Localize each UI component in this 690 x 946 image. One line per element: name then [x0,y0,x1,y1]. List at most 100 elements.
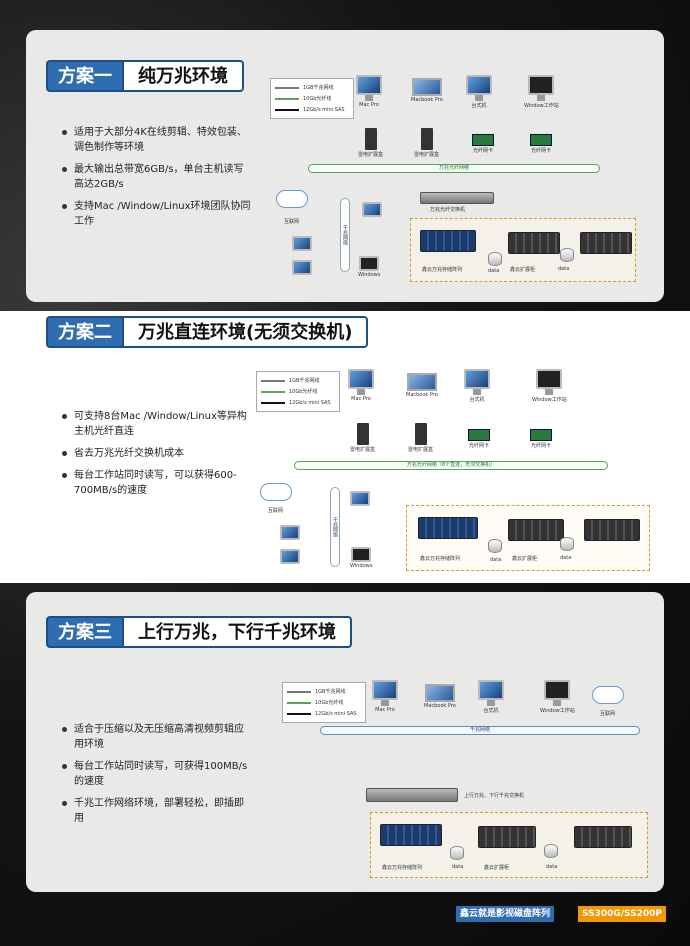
device-label: 雷电扩展盒 [350,447,376,453]
internet-cloud-icon [276,190,308,208]
plan2-bullets: 可支持8台Mac /Window/Linux等异构主机光纤直连 省去万兆光纤交换… [62,409,252,505]
windows-workstation-device: Window工作站 [540,680,575,714]
internet-label: 互联网 [284,219,300,225]
monitor-icon [292,236,312,251]
main-storage-array [380,824,442,846]
thunderbolt-box-icon: 雷电扩展盒 [414,128,439,158]
gigabit-pipe: 千兆网络 [340,198,350,272]
plan2-title: 万兆直连环境(无须交换机) [124,316,369,348]
gigabit-pipe: 千兆网络 [330,487,340,567]
device-label: Macbook Pro [406,392,438,398]
plan2-panel: 方案二 万兆直连环境(无须交换机) 可支持8台Mac /Window/Linux… [0,311,690,583]
legend-label: 1GB千兆网线 [289,378,320,384]
plan2-tag: 方案二 [46,316,124,348]
storage-label: 鑫云扩展柜 [510,267,536,273]
device-label: Window工作站 [540,708,575,714]
legend-label: 1GB千兆网线 [315,689,346,695]
data-disk-icon [544,844,558,858]
monitor-icon [350,491,370,506]
data-disk-icon [560,248,574,262]
device-label: Windows [350,563,373,569]
storage-label: 鑫云万兆存储阵列 [422,267,463,273]
internet-cloud-icon [592,686,624,704]
device-label: 光纤网卡 [530,443,551,449]
mac-pro-device: Mac Pro [372,680,398,713]
plan1-panel: 方案一 纯万兆环境 适用于大部分4K在线剪辑、特效包装、调色制作等环境 最大输出… [26,30,664,302]
fiber-card-icon: 光纤网卡 [472,134,494,154]
data-disk-icon [488,539,502,553]
plan3-tag: 方案三 [46,616,124,648]
storage-label: data [546,864,558,870]
fiber-switch [420,192,494,204]
macbook-device: Macbook Pro [424,684,456,709]
storage-label: data [488,268,500,274]
plan2-bullet: 可支持8台Mac /Window/Linux等异构主机光纤直连 [62,409,252,439]
thunderbolt-box-icon: 雷电扩展盒 [358,128,383,158]
plan2-heading: 方案二 万兆直连环境(无须交换机) [46,316,369,350]
fiber-card-icon: 光纤网卡 [468,429,490,449]
storage-label: 鑫云万兆存储阵列 [382,865,423,871]
fiber-card-icon: 光纤网卡 [530,134,552,154]
legend-label: 12Gb/s mini SAS [289,399,331,406]
switch-label: 上行万兆、下行千兆交换机 [464,793,525,799]
mac-pro-device: Mac Pro [348,369,374,402]
legend-label: 12Gb/s mini SAS [315,710,357,717]
device-label: Macbook Pro [424,703,456,709]
plan2-legend: 1GB千兆网线 10Gb光纤线 12Gb/s mini SAS [256,371,340,412]
storage-label: data [490,557,502,563]
switch-label: 万兆光纤交换机 [430,207,466,213]
main-storage-array [418,517,478,539]
plan3-panel: 方案三 上行万兆，下行千兆环境 适合于压缩以及无压缩高清视频剪辑应用环境 每台工… [26,592,664,892]
device-label: 光纤网卡 [472,148,493,154]
plan1-legend: 1GB千兆网线 10Gb光纤线 12Gb/s mini SAS [270,78,354,119]
device-label: Mac Pro [375,707,395,713]
device-label: 台式机 [483,708,499,714]
plan3-heading: 方案三 上行万兆，下行千兆环境 [46,616,352,650]
device-label: 光纤网卡 [530,148,551,154]
plan1-heading: 方案一 纯万兆环境 [46,60,244,94]
expansion-unit [574,826,632,848]
monitor-icon [292,260,312,275]
internet-cloud-icon [260,483,292,501]
plan3-bullet: 每台工作站同时读写，可获得100MB/s的速度 [62,759,252,789]
macbook-device: Macbook Pro [411,78,443,103]
plan3-bullets: 适合于压缩以及无压缩高清视频剪辑应用环境 每台工作站同时读写，可获得100MB/… [62,722,252,833]
footer-brand: 鑫云就是影视磁盘阵列 [456,906,555,922]
footer-model: SS300G/SS200P [578,906,666,922]
monitor-icon [280,525,300,540]
device-label: 台式机 [469,397,485,403]
monitor-icon [362,202,382,217]
device-label: Mac Pro [351,396,371,402]
internet-label: 互联网 [268,508,284,514]
plan1-bullets: 适用于大部分4K在线剪辑、特效包装、调色制作等环境 最大输出总带宽6GB/s，单… [62,125,252,236]
desktop-device: 台式机 [464,369,490,403]
expansion-unit [508,519,564,541]
thunderbolt-box-icon: 雷电扩展盒 [350,423,375,453]
device-label: 雷电扩展盒 [408,447,434,453]
plan1-bullet: 适用于大部分4K在线剪辑、特效包装、调色制作等环境 [62,125,252,155]
expansion-unit [508,232,560,254]
uplink-switch [366,788,458,802]
storage-label: 鑫云万兆存储阵列 [420,556,461,562]
plan3-legend: 1GB千兆网线 10Gb光纤线 12Gb/s mini SAS [282,682,366,723]
internet-label: 互联网 [600,711,616,717]
legend-label: 12Gb/s mini SAS [303,106,345,113]
data-disk-icon [488,252,502,266]
plan1-title: 纯万兆环境 [124,60,244,92]
legend-label: 10Gb光纤线 [303,96,332,102]
macbook-device: Macbook Pro [406,373,438,398]
windows-workstation-device: Window工作站 [524,75,559,109]
device-label: 雷电扩展盒 [414,152,440,158]
gigabit-bus: 千兆网络 [320,726,640,735]
device-label: 光纤网卡 [468,443,489,449]
expansion-unit [580,232,632,254]
plan1-bullet: 最大输出总带宽6GB/s，单台主机读写高达2GB/s [62,162,252,192]
device-label: 台式机 [471,103,487,109]
storage-label: 鑫云扩展柜 [512,556,538,562]
plan1-bullet: 支持Mac /Window/Linux环境团队协同工作 [62,199,252,229]
desktop-device: 台式机 [478,680,504,714]
legend-label: 10Gb光纤线 [289,389,318,395]
desktop-device: 台式机 [466,75,492,109]
plan1-tag: 方案一 [46,60,124,92]
windows-host: Windows [358,256,380,278]
